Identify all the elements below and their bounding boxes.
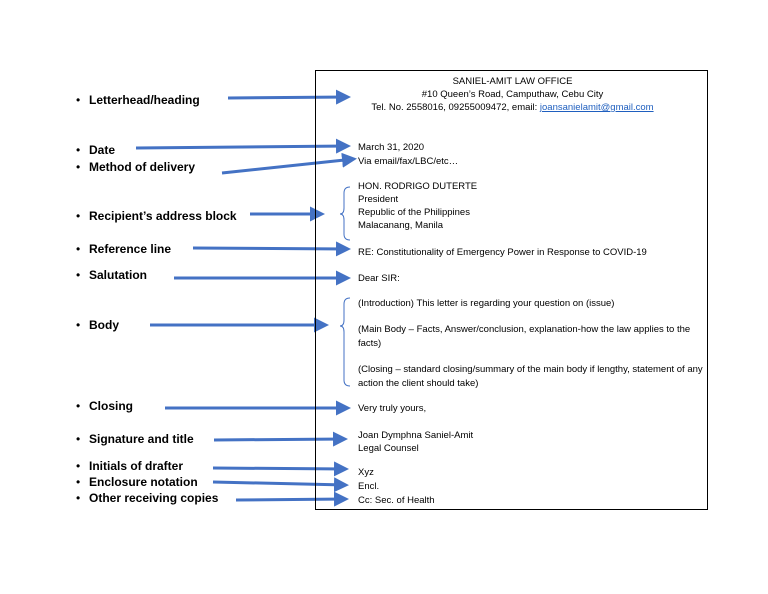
recipient-name: HON. RODRIGO DUTERTE [358, 181, 478, 192]
arrow-enclosure [212, 477, 349, 493]
salutation: Dear SIR: [358, 273, 400, 284]
closing-line: Very truly yours, [358, 403, 427, 414]
recipient-place: Malacanang, Manila [358, 220, 444, 231]
letterhead-contact: Tel. No. 2558016, 09255009472, email: jo… [316, 102, 709, 113]
body-main: (Main Body – Facts, Answer/conclusion, e… [358, 324, 691, 349]
arrow-date [135, 138, 351, 154]
label-recipient-address: Recipient’s address block [76, 209, 237, 223]
label-initials: Initials of drafter [76, 459, 183, 473]
label-method-of-delivery: Method of delivery [76, 160, 195, 174]
letter-date: March 31, 2020 [358, 142, 425, 153]
sample-letter: SANIEL-AMIT LAW OFFICE #10 Queen’s Road,… [315, 70, 708, 510]
letter-delivery: Via email/fax/LBC/etc… [358, 156, 459, 167]
reference-line: RE: Constitutionality of Emergency Power… [358, 247, 647, 258]
arrow-delivery [221, 152, 357, 175]
enclosure-notation: Encl. [358, 481, 380, 492]
letterhead-address: #10 Queen’s Road, Camputhaw, Cebu City [421, 89, 604, 100]
brace-body [339, 297, 351, 387]
cc-line: Cc: Sec. of Health [358, 495, 435, 506]
body-introduction: (Introduction) This letter is regarding … [358, 298, 615, 309]
drafter-initials: Xyz [358, 467, 374, 478]
label-date: Date [76, 143, 115, 157]
arrow-reference [192, 241, 351, 257]
label-enclosure: Enclosure notation [76, 475, 198, 489]
label-body: Body [76, 318, 119, 332]
signer-name: Joan Dymphna Saniel-Amit [358, 430, 474, 441]
label-signature-title: Signature and title [76, 432, 194, 446]
signer-title: Legal Counsel [358, 443, 419, 454]
brace-recipient [339, 186, 351, 241]
label-other-copies: Other receiving copies [76, 491, 218, 505]
label-closing: Closing [76, 399, 133, 413]
arrow-letterhead [227, 89, 351, 105]
body-closing: (Closing – standard closing/summary of t… [358, 364, 703, 389]
arrow-signature [213, 431, 348, 447]
arrow-cc [235, 491, 349, 507]
label-letterhead: Letterhead/heading [76, 93, 200, 107]
contact-text: Tel. No. 2558016, 09255009472, email: [371, 102, 540, 113]
letterhead-office: SANIEL-AMIT LAW OFFICE [452, 76, 573, 87]
recipient-title: President [358, 194, 399, 205]
recipient-country: Republic of the Philippines [358, 207, 470, 218]
arrow-initials [212, 461, 349, 477]
label-reference-line: Reference line [76, 242, 171, 256]
label-salutation: Salutation [76, 268, 147, 282]
email-link[interactable]: joansanielamit@gmail.com [539, 102, 654, 113]
